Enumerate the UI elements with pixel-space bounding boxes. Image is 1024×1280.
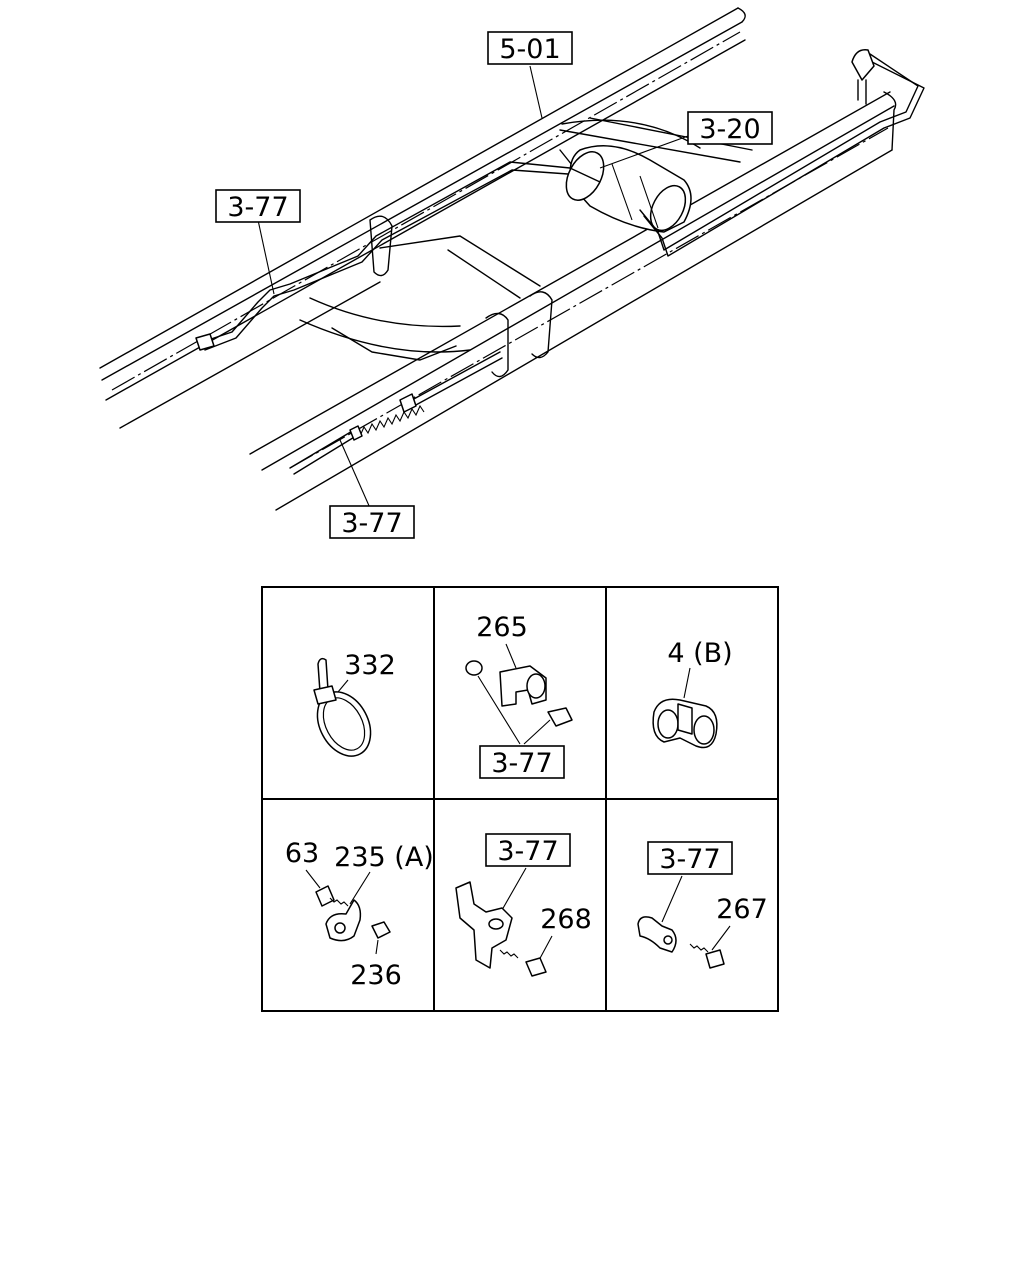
part-label-4b: 4 (B) [667,638,732,669]
cell-clamp-235a: 63 235 (A) 236 [285,838,434,991]
callout-5-01: 5-01 [487,31,573,65]
svg-text:3-77: 3-77 [341,508,402,539]
part-label-63: 63 [285,838,319,869]
part-label-236: 236 [350,960,402,991]
callout-3-20: 3-20 [687,111,773,145]
parts-grid [261,586,779,1012]
cell-bracket-268: 3-77 268 [455,833,592,977]
svg-text:3-77: 3-77 [227,192,288,223]
callout-3-77-bottom: 3-77 [329,505,415,539]
callout-3-77-left: 3-77 [215,189,301,223]
clip-265-part [465,660,573,727]
nut-236-part [371,921,391,939]
bolt-267-part [689,943,725,969]
spring-coil [349,393,425,441]
clamp-267-part [637,916,677,953]
bolt-268-part [499,949,547,977]
part-label-332: 332 [344,650,396,681]
cell-clip-265: 265 3-77 [465,612,573,779]
bolt-63-part [315,885,349,907]
part-label-268: 268 [540,904,592,935]
svg-text:5-01: 5-01 [499,34,560,65]
part-label-265: 265 [476,612,528,643]
part-label-267: 267 [716,894,768,925]
svg-text:3-20: 3-20 [699,114,760,145]
callout-3-77-clip: 3-77 [491,748,552,779]
clamp-235a-part [325,899,362,942]
cell-clamp-4b: 4 (B) [652,638,733,749]
cell-clamp-267: 3-77 267 [637,841,768,969]
tie-band-part [313,657,372,757]
clamp-4b-part [652,698,718,749]
chassis-frame-illustration [99,7,925,511]
cell-tie-band: 332 [313,650,396,757]
bracket-part [455,881,513,969]
part-label-235a: 235 (A) [334,842,434,873]
callout-3-77-clamp: 3-77 [659,844,720,875]
callout-3-77-bracket: 3-77 [497,836,558,867]
